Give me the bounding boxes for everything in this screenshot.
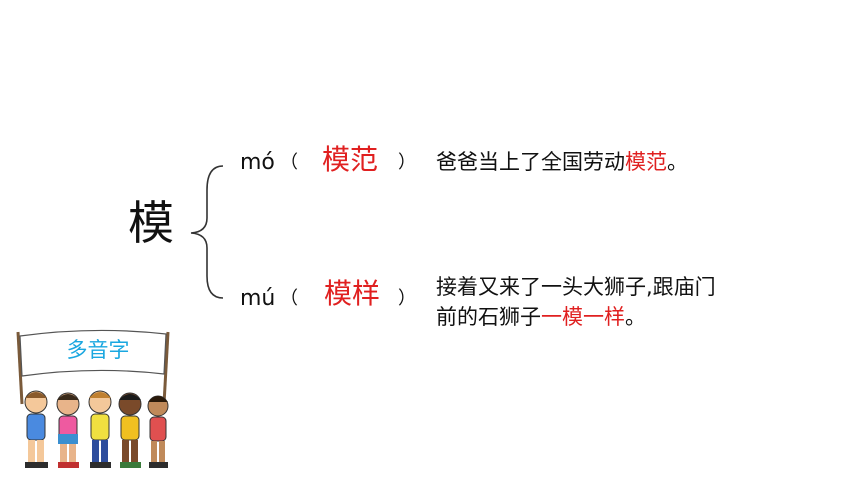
pinyin-mo: mó xyxy=(240,150,275,175)
answer-word-muyang: 模样 xyxy=(324,277,381,310)
sentence-line-2: 前的石狮子一模一样。 xyxy=(436,305,646,329)
paren-close: ） xyxy=(398,152,416,173)
highlight-word: 模范 xyxy=(625,150,667,174)
example-sentence-2: 接着又来了一头大狮子,跟庙门 前的石狮子一模一样。 xyxy=(436,272,716,332)
kids-banner-illustration xyxy=(16,329,170,468)
example-sentence-1: 爸爸当上了全国劳动模范。 xyxy=(436,150,688,174)
brace-icon xyxy=(190,165,224,299)
pinyin-mu: mú xyxy=(240,286,276,311)
sentence-line-1: 接着又来了一头大狮子,跟庙门 xyxy=(436,275,716,299)
paren-open: （ xyxy=(280,288,298,309)
answer-word-mofan: 模范 xyxy=(322,143,379,176)
banner-label: 多音字 xyxy=(66,338,130,362)
main-character: 模 xyxy=(128,196,174,250)
paren-close: ） xyxy=(398,288,416,309)
highlight-word: 一模一样 xyxy=(541,305,625,329)
paren-open: （ xyxy=(280,152,298,173)
